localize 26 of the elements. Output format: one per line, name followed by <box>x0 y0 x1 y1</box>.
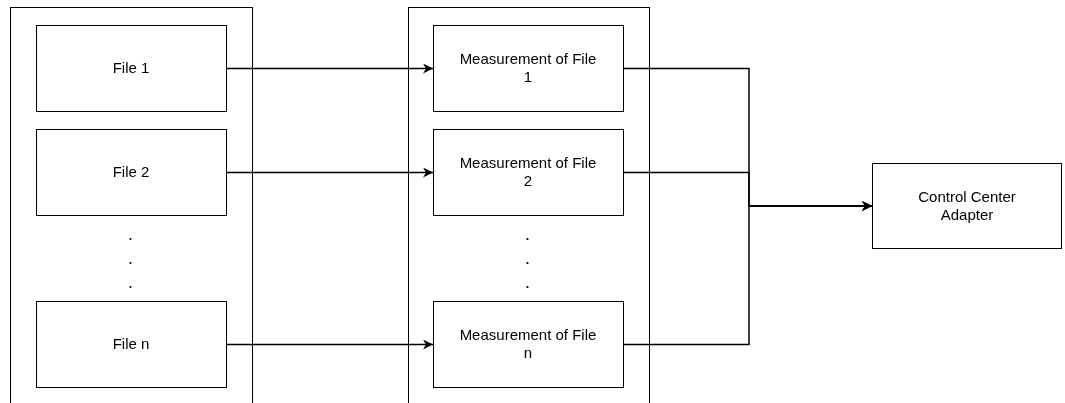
arrow <box>226 167 434 178</box>
box-label: Measurement of File n <box>458 326 598 362</box>
arrow <box>226 63 434 74</box>
process-box <box>872 163 1062 249</box>
ellipsis-dot: . <box>128 249 133 267</box>
ellipsis-dot: . <box>525 225 530 243</box>
box-label: Measurement of File 1 <box>458 50 598 86</box>
container-box <box>408 7 650 403</box>
process-box <box>35 128 227 216</box>
box-label: Control Center Adapter <box>917 188 1017 224</box>
process-box <box>432 128 624 216</box>
box-label: File 1 <box>111 59 151 77</box>
ellipsis-dot: . <box>525 249 530 267</box>
arrow <box>226 339 434 350</box>
box-label: File 2 <box>111 163 151 181</box>
ellipsis-dot: . <box>525 273 530 291</box>
process-box <box>432 24 624 112</box>
process-box <box>35 24 227 112</box>
process-box <box>35 300 227 388</box>
box-label: File n <box>111 335 151 353</box>
container-box <box>10 7 253 403</box>
ellipsis-dot: . <box>128 225 133 243</box>
box-label: Measurement of File 2 <box>458 154 598 190</box>
ellipsis-dot: . <box>128 273 133 291</box>
arrow <box>623 201 873 346</box>
process-box <box>432 300 624 388</box>
